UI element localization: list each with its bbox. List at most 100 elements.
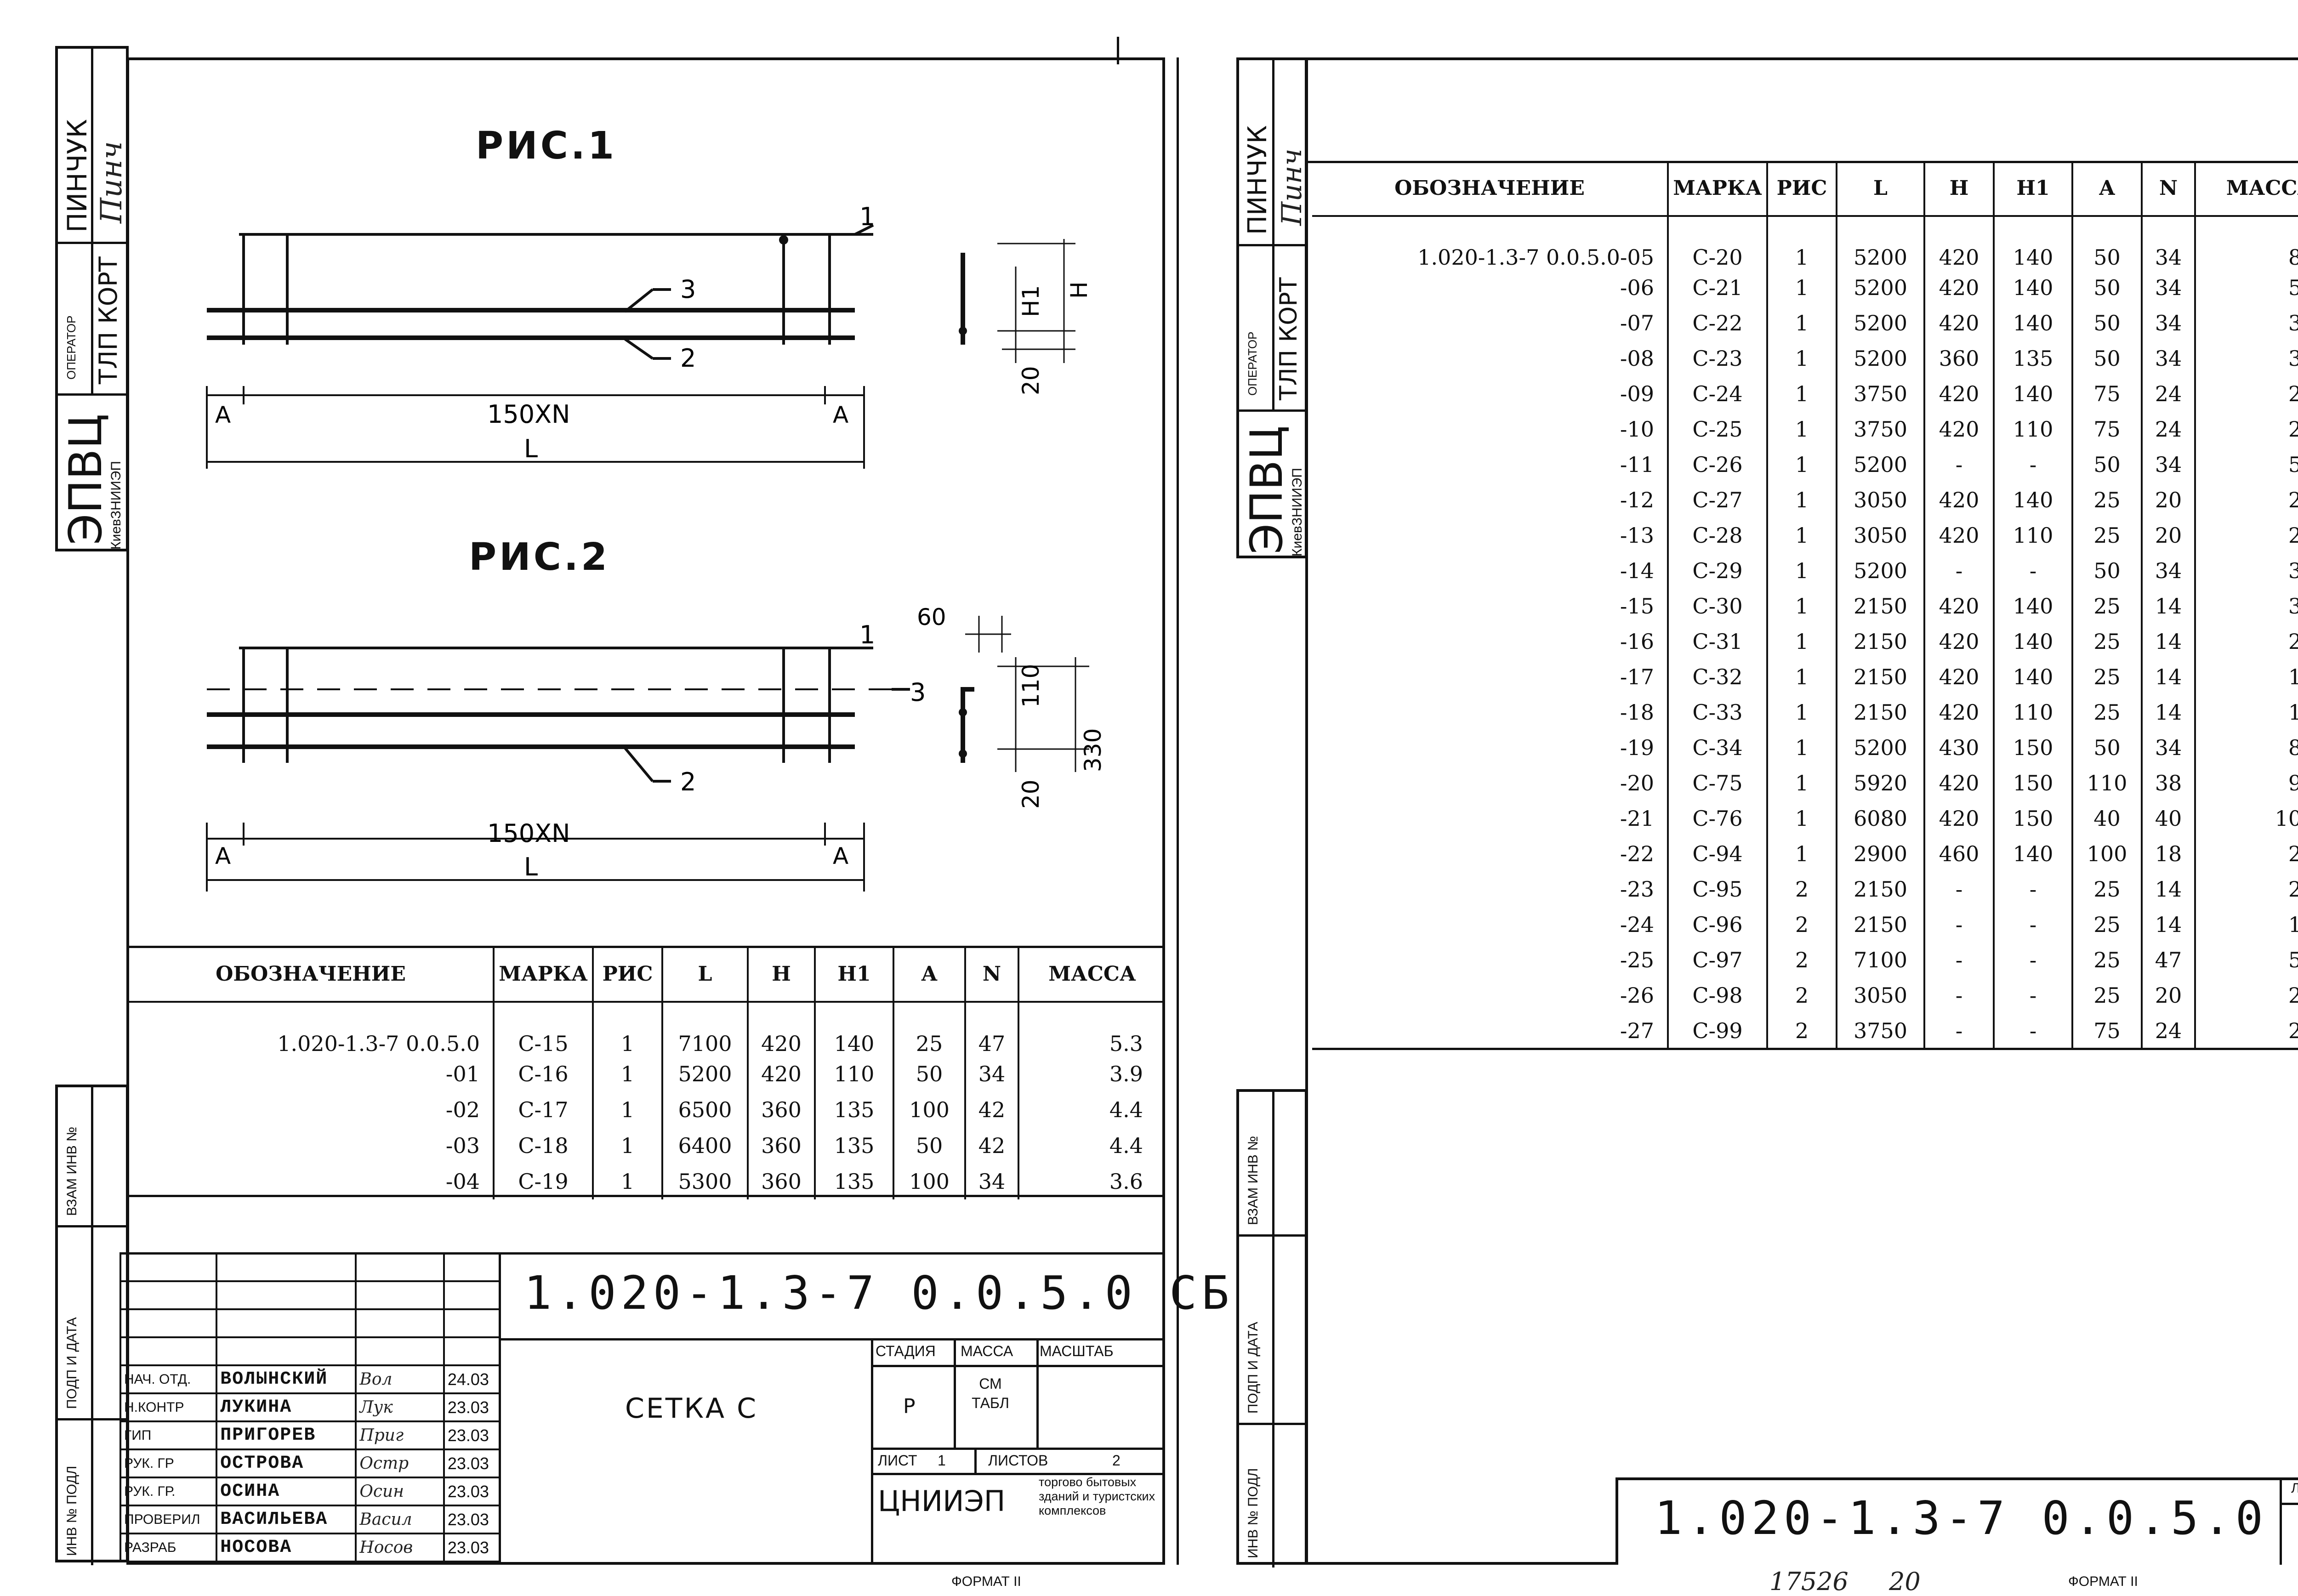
handwritten-number: 17526 — [1769, 1567, 1849, 1596]
people-sign: Лук — [355, 1392, 445, 1422]
fig-2-dim-a-right: A — [833, 843, 848, 869]
cell-h1: - — [1993, 977, 2073, 1013]
cell-mass: 4.4 — [1018, 1092, 1165, 1128]
cell-n: 24 — [2141, 411, 2196, 447]
fig-1-drawing: 1 3 2 A 150XN A L H1 H 20 — [206, 202, 1092, 469]
fig-1-title: РИС.1 — [476, 124, 617, 168]
blank-cell — [216, 1252, 357, 1282]
cell-fig: 2 — [1766, 942, 1837, 977]
cell-designation: -14 — [1312, 553, 1669, 588]
cell-fig: 1 — [1766, 341, 1837, 376]
cell-h: 420 — [1923, 588, 1995, 624]
cell-h: 360 — [747, 1128, 816, 1164]
cell-mass: 8.7 — [2194, 216, 2298, 270]
blank-cell — [443, 1252, 501, 1282]
cell-a: 25 — [2071, 482, 2143, 517]
cell-h: 420 — [1923, 411, 1995, 447]
side-label-sign-date: ПОДП И ДАТА — [64, 1317, 80, 1409]
cell-h: 420 — [1923, 659, 1995, 694]
cell-mass: 5.1 — [2194, 942, 2298, 977]
people-role: РАЗРАБ — [119, 1533, 218, 1562]
cell-mark: C-33 — [1667, 694, 1768, 730]
fig-1-dim-a-left: A — [215, 402, 231, 428]
cell-a: 25 — [2071, 942, 2143, 977]
people-date: 23.03 — [443, 1477, 501, 1506]
cell-n: 34 — [2141, 730, 2196, 765]
cell-fig: 1 — [1766, 588, 1837, 624]
cell-a: 25 — [2071, 588, 2143, 624]
cell-mark: C-19 — [493, 1164, 594, 1199]
people-sign: Остр — [355, 1448, 445, 1478]
cell-a: 25 — [2071, 907, 2143, 942]
col-mass: МАССА — [2194, 161, 2298, 217]
cell-n: 34 — [2141, 553, 2196, 588]
cell-l: 2150 — [1836, 871, 1925, 907]
cell-h: 420 — [1923, 305, 1995, 341]
cell-l: 2150 — [1836, 624, 1925, 659]
cell-designation: -06 — [1312, 270, 1669, 305]
cell-a: 25 — [2071, 659, 2143, 694]
cell-mass: 3.6 — [1018, 1164, 1165, 1199]
cell-l: 2900 — [1836, 836, 1925, 871]
fig-1-section-20: 20 — [1018, 366, 1044, 395]
cell-mark: C-98 — [1667, 977, 1768, 1013]
sheet-2-side-stamp-operator: ТЛП КОРТ — [1275, 277, 1303, 400]
sheet-1-side-stamp: ПИНЧУК Пинч ОПЕРАТОР ТЛП КОРТ ЭПВЦ КиевЗ… — [55, 46, 129, 551]
sheet-1-spec-table: ОБОЗНАЧЕНИЕ МАРКА РИС L H H1 A N МАССА 1… — [129, 947, 1165, 1199]
cell-h1: 140 — [1993, 624, 2073, 659]
blank-cell — [355, 1280, 445, 1310]
people-name: ВАСИЛЬЕВА — [216, 1505, 357, 1534]
cell-l: 7100 — [661, 1002, 749, 1056]
cell-h1: 135 — [1993, 341, 2073, 376]
cell-mark: C-28 — [1667, 517, 1768, 553]
cell-l: 2150 — [1836, 659, 1925, 694]
cell-n: 34 — [2141, 447, 2196, 482]
people-date: 23.03 — [443, 1533, 501, 1562]
cell-fig: 1 — [1766, 216, 1837, 270]
cell-designation: -13 — [1312, 517, 1669, 553]
col-a: A — [2071, 161, 2143, 217]
side-stamp-org-sub: КиевЗНИИЭП — [108, 461, 124, 550]
sheet-1-table-bottom-rule — [129, 1195, 1165, 1197]
people-sign: Вол — [355, 1364, 445, 1394]
cell-fig: 1 — [1766, 553, 1837, 588]
blank-cell — [355, 1252, 445, 1282]
cell-l: 6080 — [1836, 801, 1925, 836]
cell-mark: C-17 — [493, 1092, 594, 1128]
title-block-divider — [499, 1252, 501, 1565]
blank-row — [119, 1252, 501, 1282]
stage-value: Р — [903, 1395, 916, 1418]
fig-2-callout-2: 2 — [680, 767, 696, 796]
cell-n: 24 — [2141, 376, 2196, 411]
cell-mass: 3.7 — [2194, 553, 2298, 588]
fig-1-section-h: H — [1066, 281, 1092, 299]
cell-mark: C-23 — [1667, 341, 1768, 376]
people-name: ПРИГОРЕВ — [216, 1420, 357, 1450]
cell-l: 5200 — [1836, 447, 1925, 482]
cell-mark: C-27 — [1667, 482, 1768, 517]
cell-h1: 140 — [814, 1002, 894, 1056]
sheet-label: ЛИСТ — [878, 1452, 917, 1469]
cell-h: 360 — [747, 1092, 816, 1128]
cell-a: 50 — [2071, 447, 2143, 482]
cell-h1: - — [1993, 942, 2073, 977]
sheet-2-sheet-label: ЛИСТ — [2291, 1481, 2298, 1496]
cell-l: 5920 — [1836, 765, 1925, 801]
sheet-1-document-code: 1.020-1.3-7 0.0.5.0 СБ — [524, 1266, 1234, 1320]
cell-n: 47 — [964, 1002, 1019, 1056]
cell-n: 47 — [2141, 942, 2196, 977]
stage-row-1 — [871, 1365, 1165, 1367]
cell-designation: -25 — [1312, 942, 1669, 977]
stage-col-left — [871, 1338, 873, 1565]
cell-designation: -10 — [1312, 411, 1669, 447]
cell-l: 2150 — [1836, 588, 1925, 624]
cell-h: - — [1923, 447, 1995, 482]
cell-fig: 1 — [1766, 659, 1837, 694]
fig-1-dim-l: L — [524, 434, 538, 463]
cell-h: 420 — [1923, 216, 1995, 270]
